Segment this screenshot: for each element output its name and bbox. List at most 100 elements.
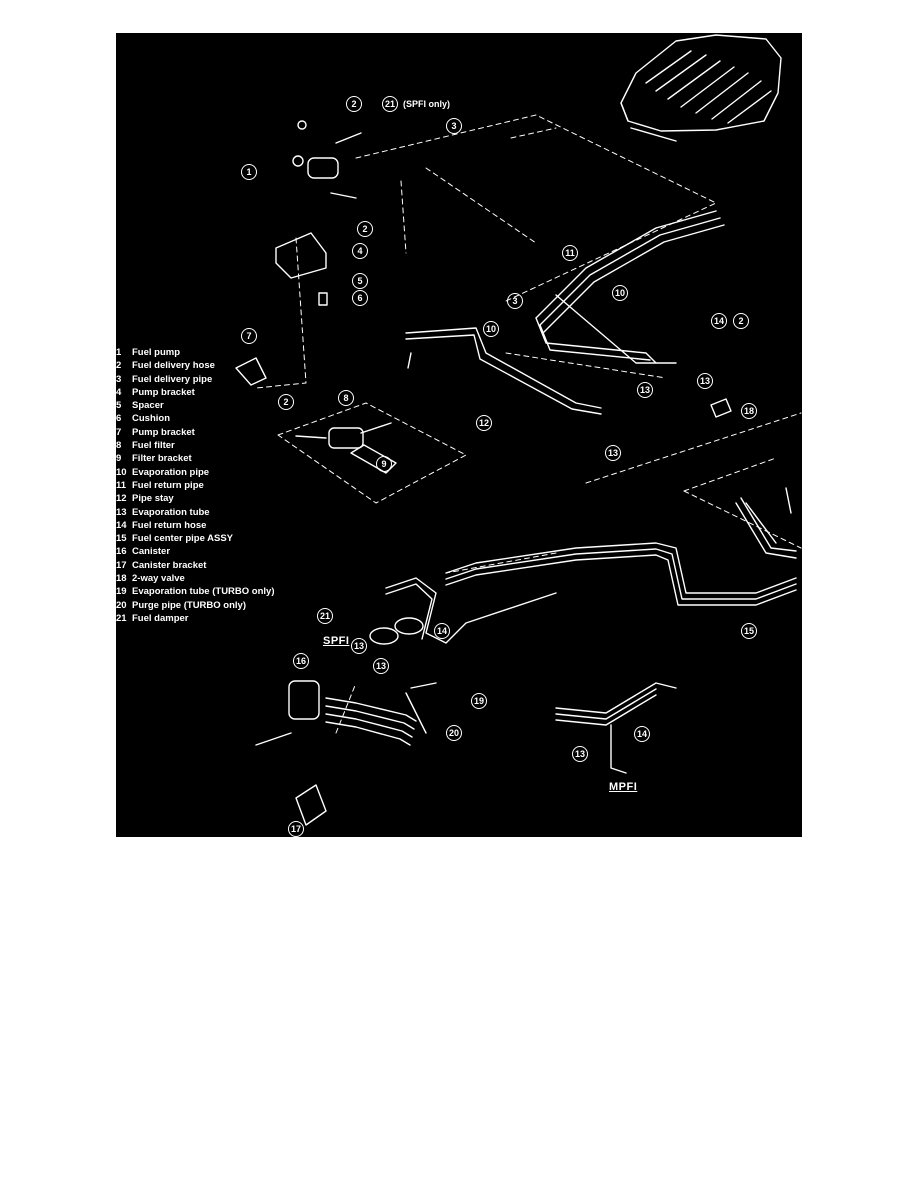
legend-item: 2 Fuel delivery hose xyxy=(116,359,346,372)
callout-14: 14 xyxy=(434,623,450,639)
callout-13: 13 xyxy=(697,373,713,389)
callout-14: 14 xyxy=(634,726,650,742)
legend-label: Evaporation pipe xyxy=(132,466,210,478)
callout-14: 14 xyxy=(711,313,727,329)
legend-number: 15 xyxy=(116,533,127,545)
legend-label: Pump bracket xyxy=(132,426,195,438)
legend-label: Evaporation tube xyxy=(132,506,210,518)
legend-item: 7 Pump bracket xyxy=(116,426,346,439)
legend-label: Fuel delivery pipe xyxy=(132,373,213,385)
legend-label: Fuel return hose xyxy=(132,519,207,531)
mpfi-variant-label: MPFI xyxy=(609,781,638,793)
legend-number: 6 xyxy=(116,413,122,425)
legend-item: 11 Fuel return pipe xyxy=(116,479,346,492)
legend-number: 4 xyxy=(116,386,122,398)
legend-item: 20 Purge pipe (TURBO only) xyxy=(116,599,346,612)
callout-20: 20 xyxy=(446,725,462,741)
legend-label: Pipe stay xyxy=(132,493,174,505)
legend-item: 9 Filter bracket xyxy=(116,452,346,465)
callout-2: 2 xyxy=(346,96,362,112)
callout-13: 13 xyxy=(572,746,588,762)
callout-17: 17 xyxy=(288,821,304,837)
callout-10: 10 xyxy=(483,321,499,337)
legend-item: 8 Fuel filter xyxy=(116,439,346,452)
callout-7: 7 xyxy=(241,328,257,344)
callout-4: 4 xyxy=(352,243,368,259)
canister-pipes xyxy=(325,577,677,774)
callout-19: 19 xyxy=(471,693,487,709)
legend-number: 18 xyxy=(116,573,127,585)
callout-5: 5 xyxy=(352,273,368,289)
two-way-valve xyxy=(710,398,732,418)
legend-label: Filter bracket xyxy=(132,453,192,465)
callout-1: 1 xyxy=(241,164,257,180)
callout-13: 13 xyxy=(351,638,367,654)
legend-label: Fuel center pipe ASSY xyxy=(132,533,234,545)
callout-3: 3 xyxy=(446,118,462,134)
callout-12: 12 xyxy=(476,415,492,431)
legend-item: 10 Evaporation pipe xyxy=(116,466,346,479)
legend-item: 17 Canister bracket xyxy=(116,559,346,572)
fuel-pipe-bundle xyxy=(405,210,797,606)
exploded-view-drawing xyxy=(235,34,802,826)
legend-item: 5 Spacer xyxy=(116,399,346,412)
legend-number: 9 xyxy=(116,453,122,465)
legend-label: Fuel delivery hose xyxy=(132,360,215,372)
callout-9: 9 xyxy=(376,456,392,472)
callout-15: 15 xyxy=(741,623,757,639)
legend-label: Fuel damper xyxy=(132,612,189,624)
legend-number: 17 xyxy=(116,559,127,571)
legend-label: Cushion xyxy=(132,413,170,425)
callout-13: 13 xyxy=(637,382,653,398)
legend-number: 21 xyxy=(116,612,127,624)
legend-label: Fuel filter xyxy=(132,440,175,452)
legend-number: 7 xyxy=(116,426,122,438)
fuel-pump xyxy=(292,120,362,199)
callout-21: 21 xyxy=(317,608,333,624)
legend-item: 21 Fuel damper xyxy=(116,612,346,625)
callout-11: 11 xyxy=(562,245,578,261)
legend-number: 8 xyxy=(116,440,122,452)
legend-number: 11 xyxy=(116,479,127,491)
callout-2: 2 xyxy=(278,394,294,410)
legend-number: 19 xyxy=(116,586,127,598)
canister xyxy=(255,680,327,826)
legend-item: 15 Fuel center pipe ASSY xyxy=(116,532,346,545)
legend-label: Canister xyxy=(132,546,171,558)
fuel-filter xyxy=(295,422,397,474)
legend-number: 1 xyxy=(116,347,122,358)
legend-item: 4 Pump bracket xyxy=(116,386,346,399)
callout-2: 2 xyxy=(357,221,373,237)
legend-item: 18 2-way valve xyxy=(116,572,346,585)
legend-number: 5 xyxy=(116,400,122,412)
fuel-tank xyxy=(620,34,782,142)
legend-label: Fuel return pipe xyxy=(132,479,204,491)
legend-label: Canister bracket xyxy=(132,559,207,571)
legend-label: Pump bracket xyxy=(132,386,195,398)
legend-label: Fuel pump xyxy=(132,347,181,358)
callout-13: 13 xyxy=(373,658,389,674)
spfi-only-note: (SPFI only) xyxy=(403,99,450,109)
callout-21: 21 xyxy=(382,96,398,112)
legend-label: Spacer xyxy=(132,400,164,412)
legend-number: 13 xyxy=(116,506,127,518)
legend-number: 20 xyxy=(116,599,127,611)
callout-8: 8 xyxy=(338,390,354,406)
legend-item: 1 Fuel pump xyxy=(116,346,346,359)
callout-2: 2 xyxy=(733,313,749,329)
legend-number: 2 xyxy=(116,360,122,372)
callout-3: 3 xyxy=(507,293,523,309)
legend-label: 2-way valve xyxy=(132,573,185,585)
callout-13: 13 xyxy=(605,445,621,461)
legend-item: 6 Cushion xyxy=(116,412,346,425)
callout-6: 6 xyxy=(352,290,368,306)
legend-number: 10 xyxy=(116,466,127,478)
legend-label: Purge pipe (TURBO only) xyxy=(132,599,246,611)
